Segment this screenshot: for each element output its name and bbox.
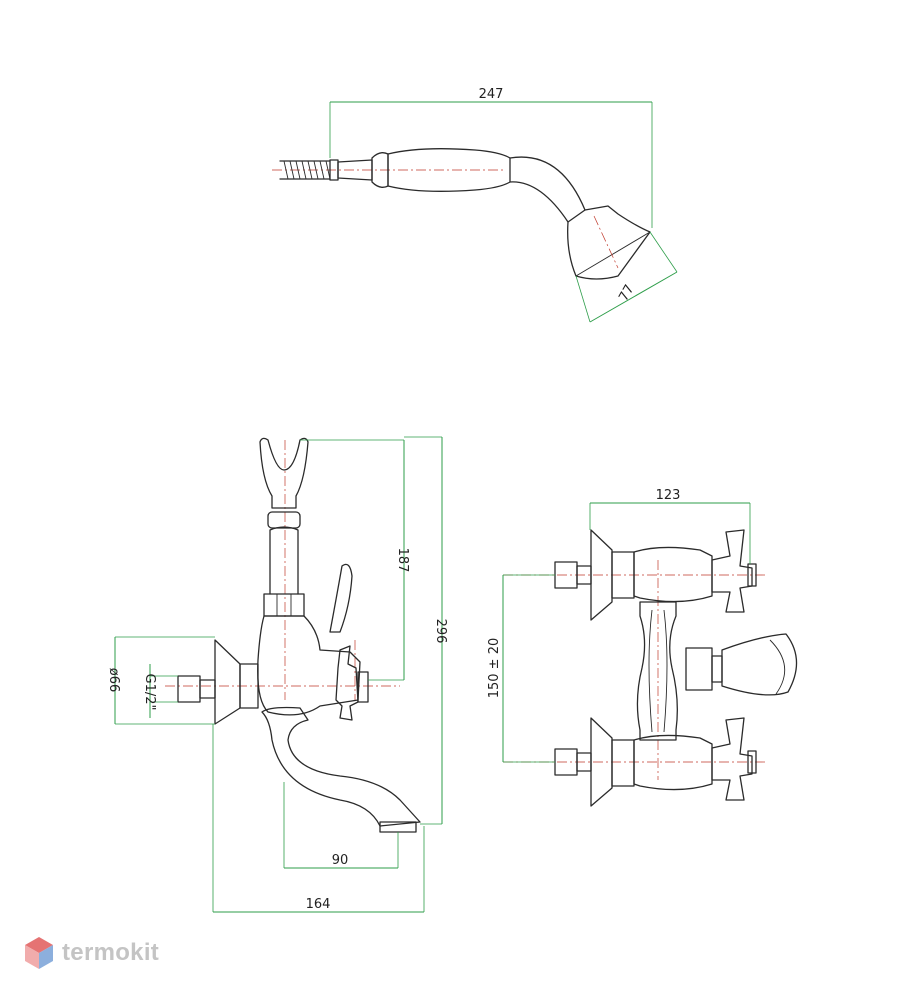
dim-label-247: 247 [479, 87, 504, 102]
dim-label-296: 296 [433, 619, 448, 644]
dim-247: 247 [329, 87, 653, 228]
dim-thread: G1/2" [142, 664, 178, 718]
front-view: 123 150 ± 20 [487, 488, 798, 807]
dim-label-123: 123 [656, 488, 681, 503]
dim-label-90: 90 [332, 853, 349, 868]
dim-77: 77 [575, 231, 678, 323]
shower-head [567, 205, 651, 280]
dim-296: 296 [404, 436, 448, 825]
dim-90: 90 [283, 782, 399, 869]
dim-150: 150 ± 20 [487, 574, 555, 763]
dim-label-164: 164 [306, 897, 331, 912]
shower-holder [259, 437, 309, 529]
dim-label-187: 187 [395, 548, 410, 573]
cube-logo-icon [25, 937, 53, 969]
dim-label-diameter: ø66 [106, 668, 121, 693]
dim-164: 164 [212, 724, 425, 913]
dim-label-thread: G1/2" [142, 674, 157, 711]
dim-diameter-66: ø66 [106, 636, 215, 725]
brand-name: termokit [62, 939, 160, 966]
dim-label-150: 150 ± 20 [487, 638, 502, 699]
dim-123: 123 [589, 488, 751, 564]
lower-unit [554, 717, 757, 807]
cross-handle [335, 645, 369, 721]
side-view: 187 296 ø66 G1/2" 90 [106, 436, 448, 913]
brand-watermark: termokit [24, 936, 159, 970]
hand-shower-view: 247 77 [272, 87, 678, 323]
hose-spiral [279, 160, 331, 180]
dim-187: 187 [300, 439, 410, 681]
dim-label-77: 77 [616, 282, 637, 304]
